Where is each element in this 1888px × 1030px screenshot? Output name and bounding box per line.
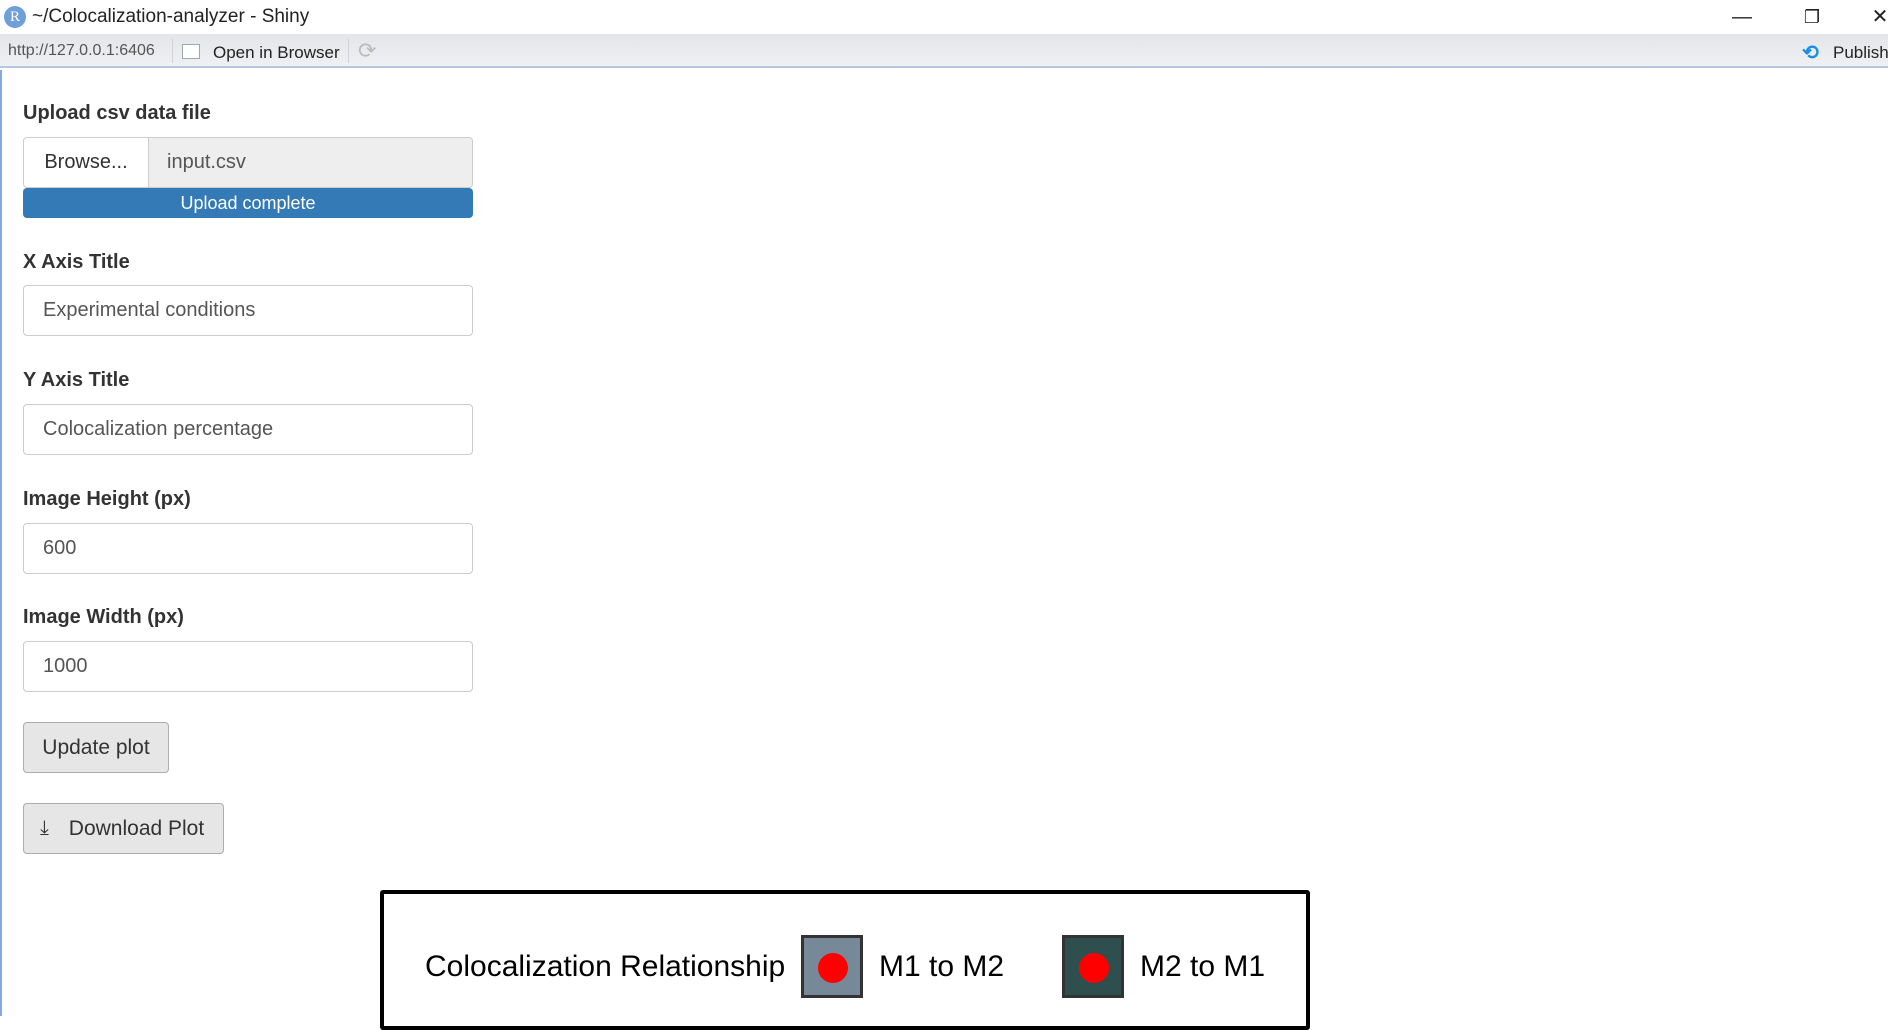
legend-point [1079,953,1109,983]
open-in-browser-button[interactable]: Open in Browser [213,43,340,62]
publish-icon[interactable]: ⟲ [1802,42,1819,64]
x-axis-title-input[interactable]: Experimental conditions [23,285,473,336]
frame-border [0,70,2,1016]
x-axis-title-label: X Axis Title [23,251,130,273]
legend-key-m1-to-m2 [801,935,863,998]
divider [348,39,349,63]
download-plot-label: Download Plot [68,817,205,840]
legend-label-m2-to-m1: M2 to M1 [1140,950,1266,983]
y-axis-title-input[interactable]: Colocalization percentage [23,404,473,455]
publish-button[interactable]: Publish [1833,43,1888,62]
legend-point [818,953,848,983]
browse-button[interactable]: Browse... [23,137,149,188]
refresh-icon[interactable]: ⟳ [358,38,377,63]
download-icon: ⤓ [40,817,49,839]
image-height-label: Image Height (px) [23,488,191,510]
legend-key-m2-to-m1 [1062,935,1124,998]
window-title: ~/Colocalization-analyzer - Shiny [32,6,310,27]
viewer-toolbar: http://127.0.0.1:6406 Open in Browser ⟳ … [0,34,1888,68]
image-width-input[interactable]: 1000 [23,641,473,692]
divider [172,39,173,63]
update-plot-button[interactable]: Update plot [23,722,169,773]
file-name-field: input.csv [148,137,473,188]
url-display: http://127.0.0.1:6406 [8,42,155,59]
y-axis-title-label: Y Axis Title [23,369,130,391]
image-width-label: Image Width (px) [23,606,184,628]
r-logo-icon: R [4,6,26,28]
image-height-input[interactable]: 600 [23,523,473,574]
upload-label: Upload csv data file [23,102,211,124]
download-plot-button[interactable]: ⤓ Download Plot [23,803,224,854]
window-title-bar: R ~/Colocalization-analyzer - Shiny — ❐ … [0,0,1888,34]
open-in-browser-icon[interactable] [182,44,200,59]
restore-button[interactable]: ❐ [1803,7,1821,27]
upload-progress-bar: Upload complete [23,188,473,218]
legend-label-m1-to-m2: M1 to M2 [879,950,1005,983]
legend-title: Colocalization Relationship [425,950,786,983]
minimize-button[interactable]: — [1732,6,1752,28]
close-button[interactable]: ✕ [1871,6,1888,28]
